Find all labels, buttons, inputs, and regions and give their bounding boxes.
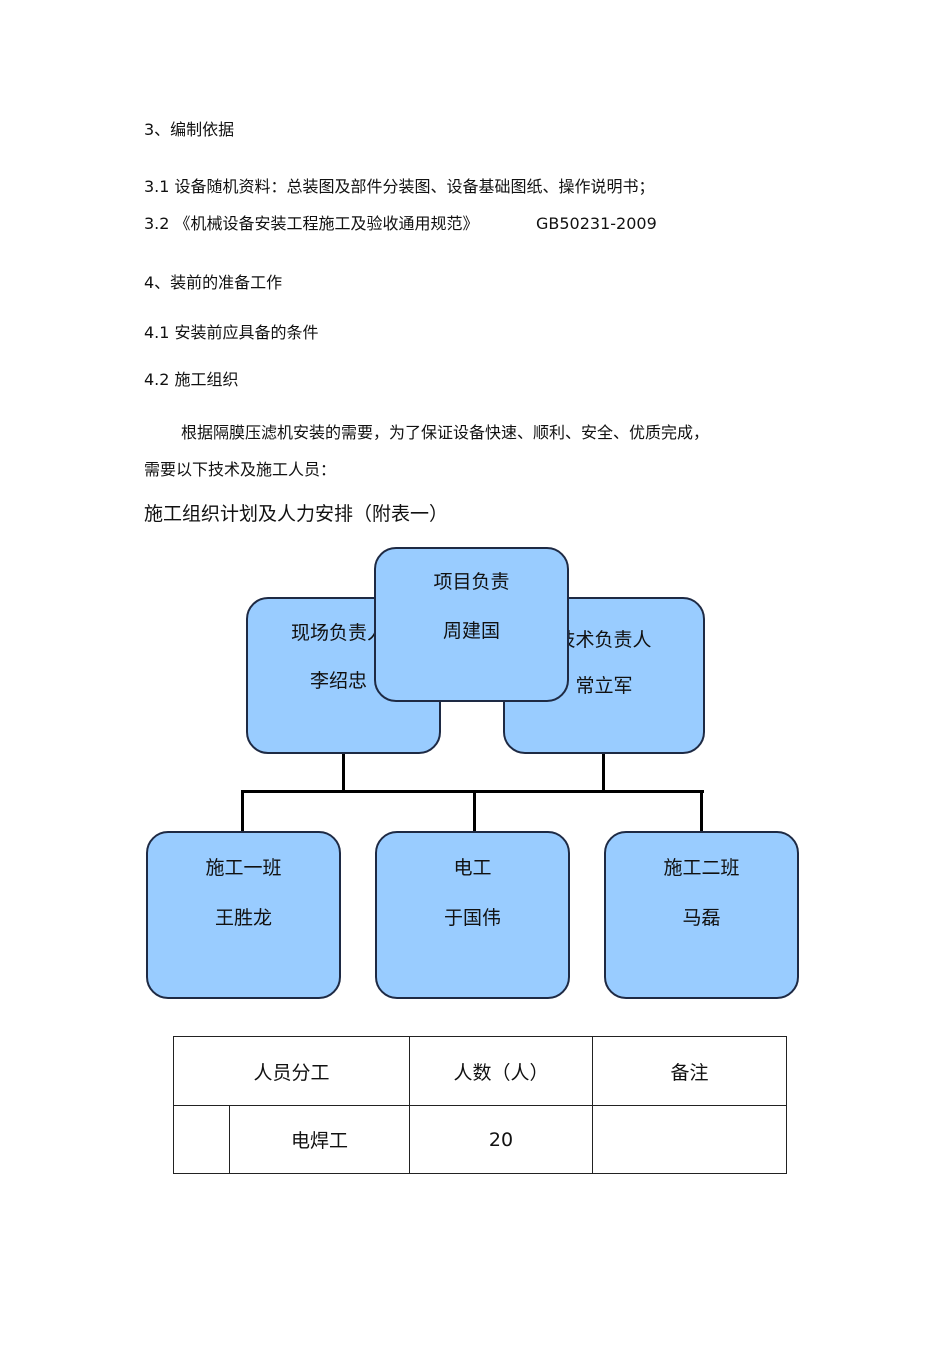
site-lead-role: 现场负责人 bbox=[290, 622, 386, 644]
org-box-team1: 施工一班 王胜龙 bbox=[146, 831, 341, 999]
section-4-heading: 4、装前的准备工作 bbox=[144, 273, 283, 292]
row-blank-cell bbox=[173, 1105, 230, 1174]
connector-team2 bbox=[700, 790, 703, 832]
org-box-electrician: 电工 于国伟 bbox=[375, 831, 570, 999]
project-lead-role: 项目负责 bbox=[433, 571, 510, 593]
tech-lead-name: 常立军 bbox=[575, 675, 633, 697]
header-note: 备注 bbox=[592, 1036, 788, 1106]
electrician-role: 电工 bbox=[453, 857, 492, 879]
paragraph-line-2: 需要以下技术及施工人员： bbox=[144, 460, 337, 479]
table-header-row: 人员分工 人数（人） 备注 bbox=[172, 1036, 788, 1106]
table-row: 电焊工 20 bbox=[173, 1105, 788, 1174]
section-3-heading: 3、编制依据 bbox=[144, 120, 235, 139]
team2-name: 马磊 bbox=[682, 907, 721, 929]
section-3-1: 3.1 设备随机资料：总装图及部件分装图、设备基础图纸、操作说明书； bbox=[144, 177, 655, 196]
connector-team1 bbox=[241, 790, 244, 832]
row-note bbox=[592, 1105, 788, 1174]
project-lead-name: 周建国 bbox=[442, 620, 500, 642]
section-4-1: 4.1 安装前应具备的条件 bbox=[144, 323, 319, 342]
paragraph-line-1: 根据隔膜压滤机安装的需要，为了保证设备快速、顺利、安全、优质完成， bbox=[181, 423, 710, 442]
team2-role: 施工二班 bbox=[663, 857, 740, 879]
staff-table: 人员分工 人数（人） 备注 电焊工 20 bbox=[172, 1036, 788, 1174]
connector-horizontal-bar bbox=[241, 790, 704, 793]
team1-role: 施工一班 bbox=[205, 857, 282, 879]
connector-site-lead-down bbox=[342, 752, 345, 792]
team1-name: 王胜龙 bbox=[214, 907, 272, 929]
site-lead-name: 李绍忠 bbox=[309, 670, 367, 692]
tech-lead-role: 技术负责人 bbox=[556, 629, 652, 651]
row-role: 电焊工 bbox=[228, 1105, 411, 1174]
electrician-name: 于国伟 bbox=[443, 907, 501, 929]
connector-tech-lead-down bbox=[602, 752, 605, 792]
section-3-2-code: GB50231-2009 bbox=[536, 214, 657, 233]
section-4-2: 4.2 施工组织 bbox=[144, 370, 239, 389]
connector-electrician bbox=[473, 790, 476, 832]
header-role: 人员分工 bbox=[172, 1036, 411, 1106]
row-count: 20 bbox=[409, 1105, 594, 1174]
section-3-2: 3.2 《机械设备安装工程施工及验收通用规范》 bbox=[144, 214, 479, 233]
org-box-project-lead: 项目负责 周建国 bbox=[374, 547, 569, 702]
org-chart-title: 施工组织计划及人力安排（附表一） bbox=[144, 503, 449, 525]
org-box-team2: 施工二班 马磊 bbox=[604, 831, 799, 999]
header-count: 人数（人） bbox=[409, 1036, 594, 1106]
